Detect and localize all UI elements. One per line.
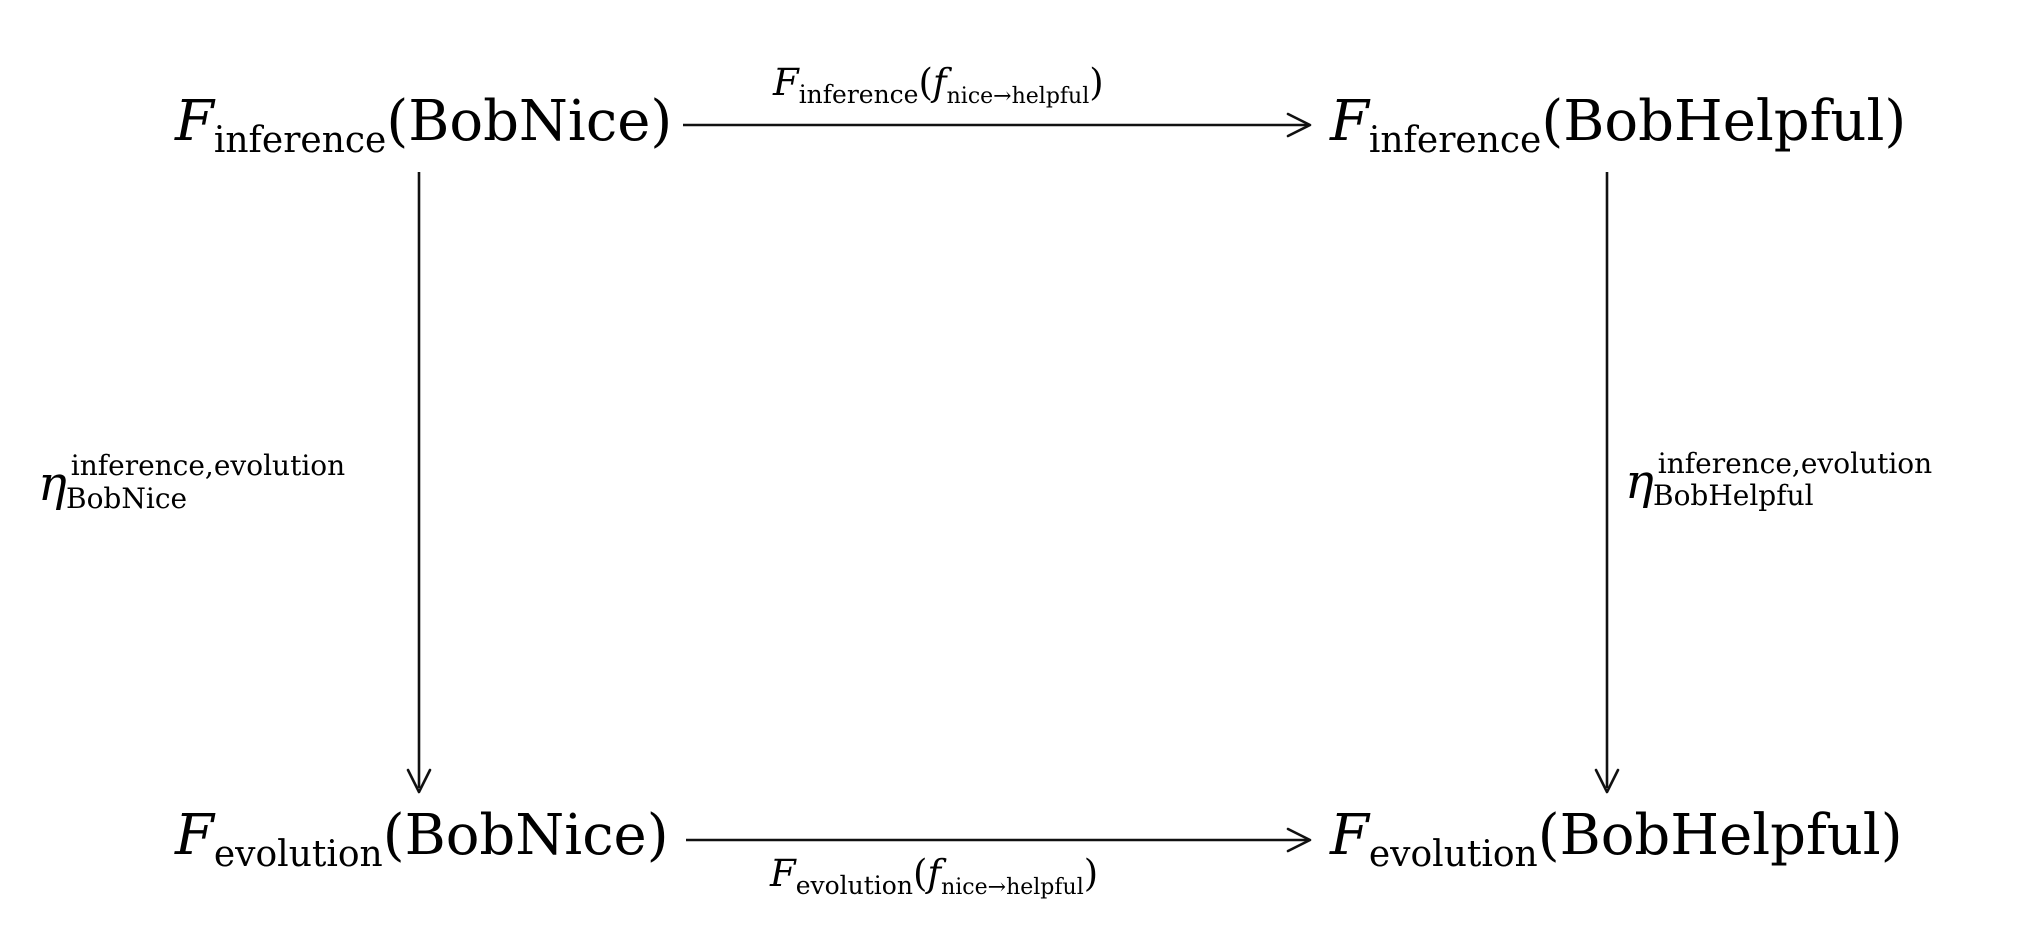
arrowhead-bottom bbox=[1286, 827, 1312, 853]
arrowhead-right bbox=[1594, 768, 1620, 794]
label-top: Finference(fnice→helpful) bbox=[772, 61, 1104, 109]
node-bottom-left: Fevolution(BobNice) bbox=[174, 803, 669, 875]
arrowhead-top bbox=[1286, 112, 1312, 138]
node-bottom-right: Fevolution(BobHelpful) bbox=[1329, 803, 1903, 875]
arrowhead-left bbox=[406, 768, 432, 794]
node-top-left: Finference(BobNice) bbox=[174, 89, 672, 161]
label-left-subscript: BobNice bbox=[66, 482, 187, 515]
label-right-subscript: BobHelpful bbox=[1653, 479, 1814, 512]
label-bottom: Fevolution(fnice→helpful) bbox=[769, 852, 1098, 900]
node-top-right: Finference(BobHelpful) bbox=[1329, 89, 1906, 161]
